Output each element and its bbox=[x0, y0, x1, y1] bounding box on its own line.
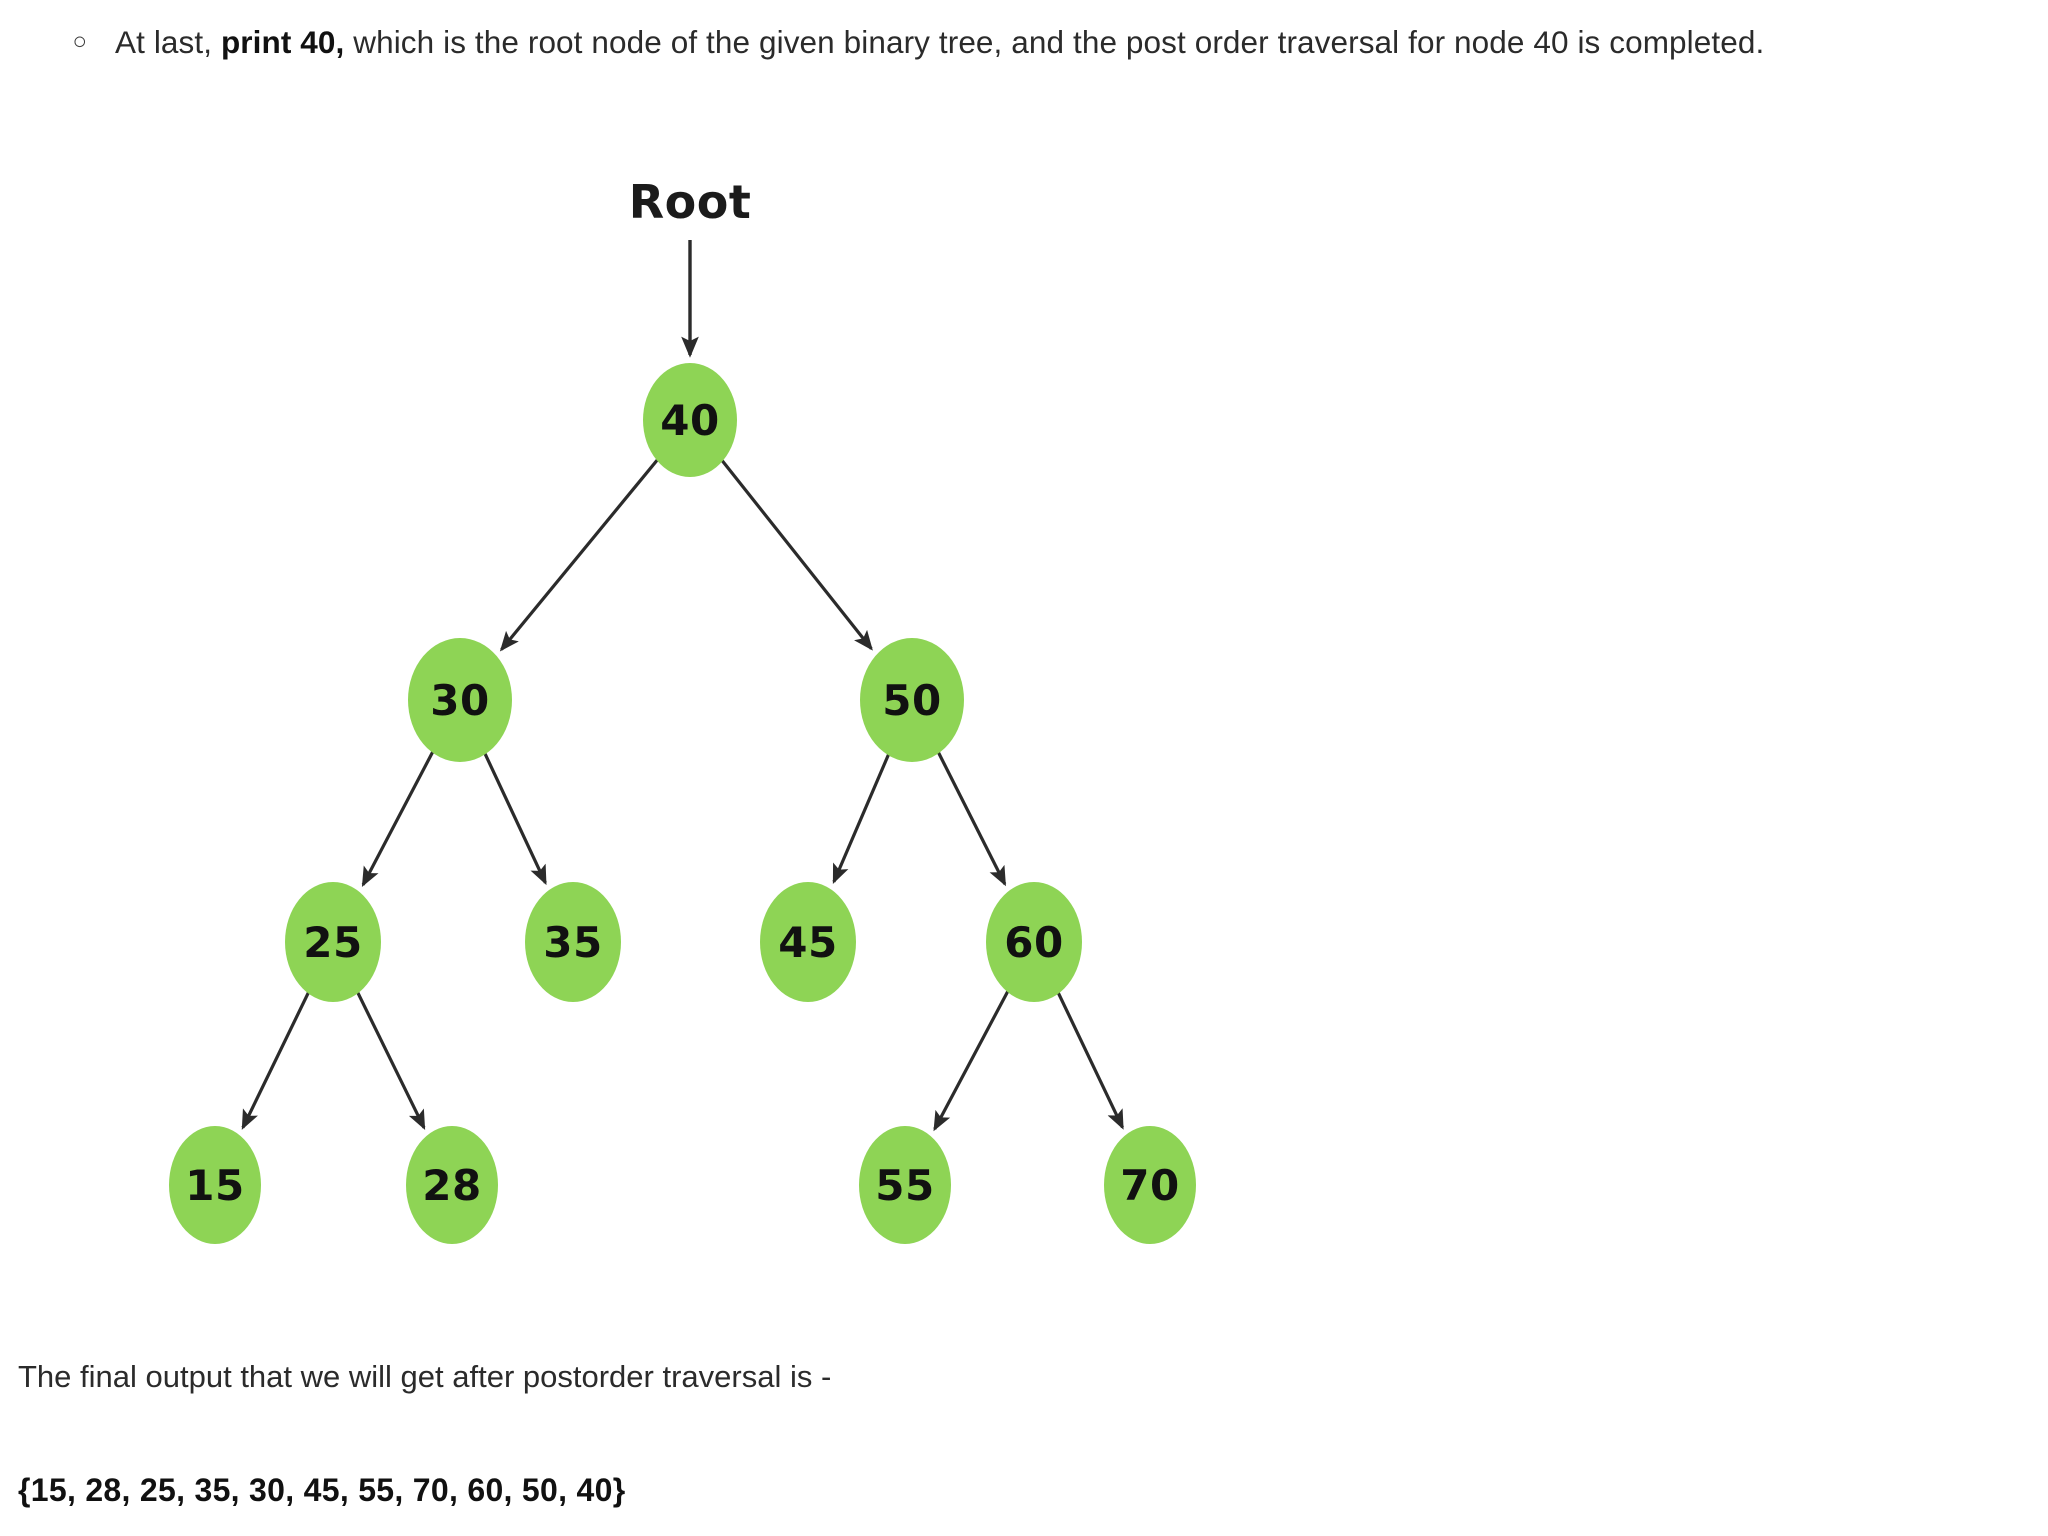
tree-node-label: 55 bbox=[875, 1160, 935, 1210]
tree-node-label: 30 bbox=[430, 675, 490, 725]
tree-node-label: 25 bbox=[303, 917, 363, 967]
tree-edge-25-15 bbox=[241, 989, 312, 1130]
tree-node-label: 45 bbox=[778, 917, 838, 967]
tree-edge-30-25 bbox=[361, 748, 436, 887]
tree-edge-25-28 bbox=[354, 988, 426, 1130]
tree-node-70: 70 bbox=[1104, 1126, 1196, 1244]
tree-node-45: 45 bbox=[760, 882, 856, 1002]
output-sequence: {15, 28, 25, 35, 30, 45, 55, 70, 60, 50,… bbox=[18, 1472, 626, 1508]
tree-edge-50-60 bbox=[935, 748, 1007, 887]
tree-edge-60-70 bbox=[1055, 989, 1124, 1130]
tree-node-label: 70 bbox=[1120, 1160, 1180, 1210]
tree-edge-layer bbox=[241, 240, 1124, 1132]
tree-node-28: 28 bbox=[406, 1126, 498, 1244]
bullet-marker-icon: ○ bbox=[72, 28, 88, 55]
tree-node-60: 60 bbox=[986, 882, 1082, 1002]
bullet-text-before: At last, bbox=[115, 24, 221, 60]
tree-node-label: 50 bbox=[882, 675, 942, 725]
bullet-text: At last, print 40, which is the root nod… bbox=[115, 14, 2010, 70]
tree-edges-svg bbox=[241, 240, 1124, 1132]
tree-edge-60-55 bbox=[933, 987, 1011, 1132]
root-label: Root bbox=[628, 175, 752, 229]
tree-node-30: 30 bbox=[408, 638, 512, 762]
tree-edge-40-50 bbox=[719, 457, 873, 651]
tree-node-label: 35 bbox=[543, 917, 603, 967]
tree-node-40: 40 bbox=[643, 363, 737, 477]
tree-node-label: 15 bbox=[185, 1160, 245, 1210]
tree-node-25: 25 bbox=[285, 882, 381, 1002]
tree-node-50: 50 bbox=[860, 638, 964, 762]
tree-node-15: 15 bbox=[169, 1126, 261, 1244]
tree-edge-30-35 bbox=[482, 749, 547, 886]
output-caption: The final output that we will get after … bbox=[18, 1359, 832, 1394]
tree-edge-50-45 bbox=[832, 750, 892, 885]
bullet-text-bold: print 40, bbox=[220, 24, 345, 60]
tree-node-label: 40 bbox=[660, 395, 720, 445]
bullet-text-after: which is the root node of the given bina… bbox=[344, 24, 1765, 60]
tree-node-35: 35 bbox=[525, 882, 621, 1002]
tree-node-label: 60 bbox=[1004, 917, 1064, 967]
bullet-row: ○ At last, print 40, which is the root n… bbox=[0, 14, 2010, 70]
tree-edge-40-30 bbox=[499, 456, 661, 652]
binary-tree-diagram: Root 40 30 50 25 35 45 60 15 28 55 70 bbox=[0, 150, 1500, 1310]
tree-node-label: 28 bbox=[422, 1160, 482, 1210]
bullet-paragraph: ○ At last, print 40, which is the root n… bbox=[0, 14, 2010, 70]
tree-node-55: 55 bbox=[859, 1126, 951, 1244]
